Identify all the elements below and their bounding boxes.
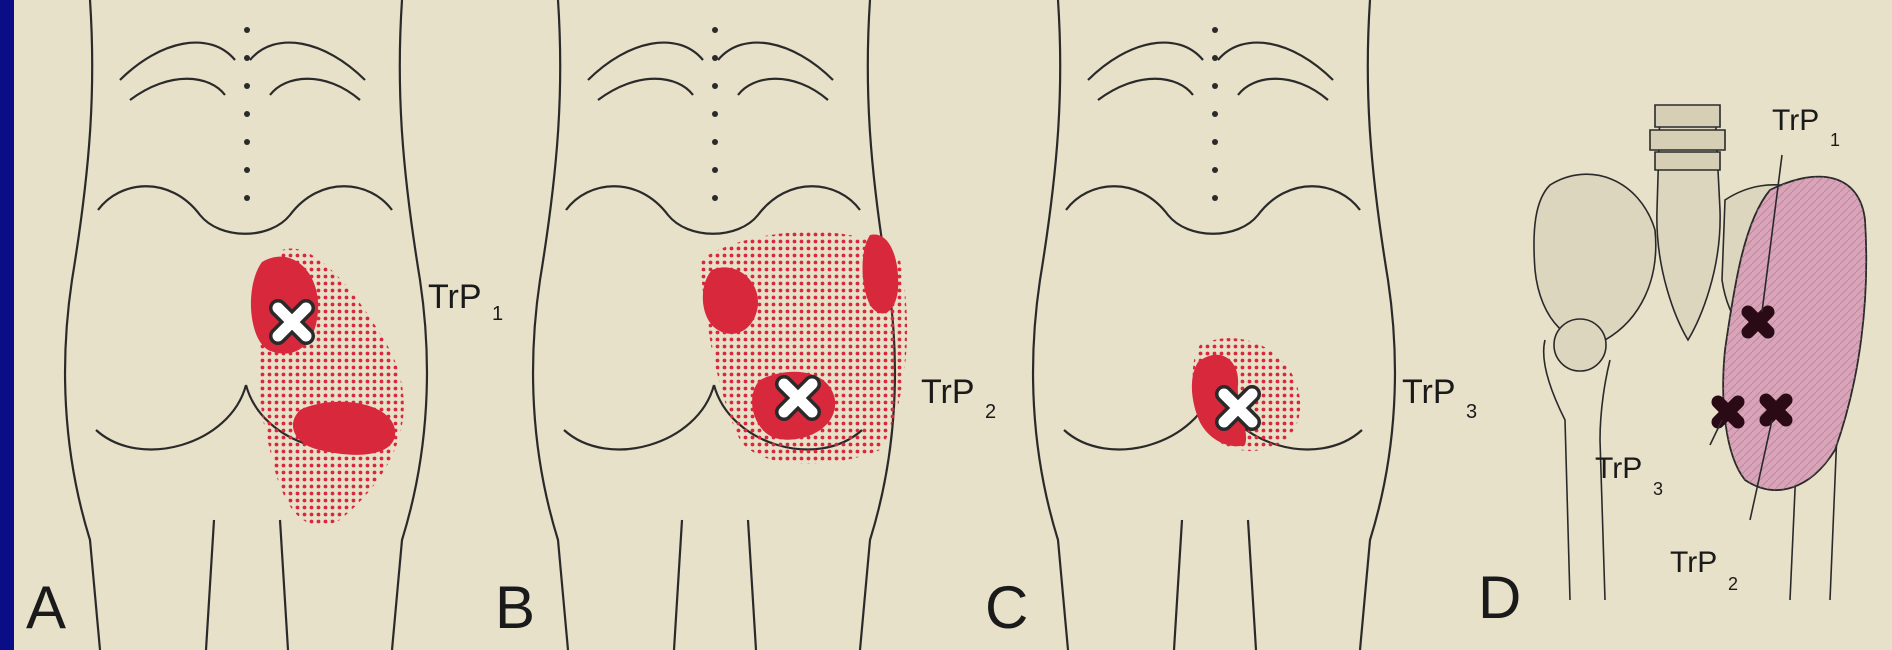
- panel-d-trp3-label-base: TrP: [1595, 452, 1642, 485]
- panel-b-trp-label-sub: 2: [985, 401, 996, 423]
- panel-d-trp2-label-sub: 2: [1728, 574, 1738, 594]
- panel-c-trigger-point-marker: [1224, 394, 1252, 422]
- panel-d-marker-trp3: [1718, 402, 1738, 422]
- panel-d-trp1-label-base: TrP: [1772, 104, 1819, 137]
- panel-d-trp1-label-sub: 1: [1830, 130, 1840, 150]
- panel-d-trp2-label-base: TrP: [1670, 546, 1717, 579]
- panel-d-letter: D: [1478, 564, 1521, 631]
- panel-b-trigger-point-marker: [784, 384, 812, 412]
- panel-c-trp-label-sub: 3: [1466, 401, 1477, 423]
- panel-d-marker-trp1: [1748, 312, 1768, 332]
- panel-a-trp-label-sub: 1: [492, 303, 503, 325]
- panel-a-trp-label-base: TrP: [428, 278, 482, 316]
- panel-c-trp-label-base: TrP: [1402, 373, 1456, 411]
- panel-d-marker-trp2: [1766, 400, 1786, 420]
- panel-a-letter: A: [26, 574, 66, 641]
- panel-d-trp3-label-sub: 3: [1653, 479, 1663, 499]
- panel-b-trp-label-base: TrP: [921, 373, 975, 411]
- panel-d-femoral-head: [1554, 319, 1606, 371]
- panel-b-letter: B: [495, 574, 535, 641]
- panel-a-trigger-point-marker: [278, 308, 306, 336]
- panel-d-lumbar-vertebrae: [1650, 105, 1725, 170]
- panel-c-letter: C: [985, 574, 1028, 641]
